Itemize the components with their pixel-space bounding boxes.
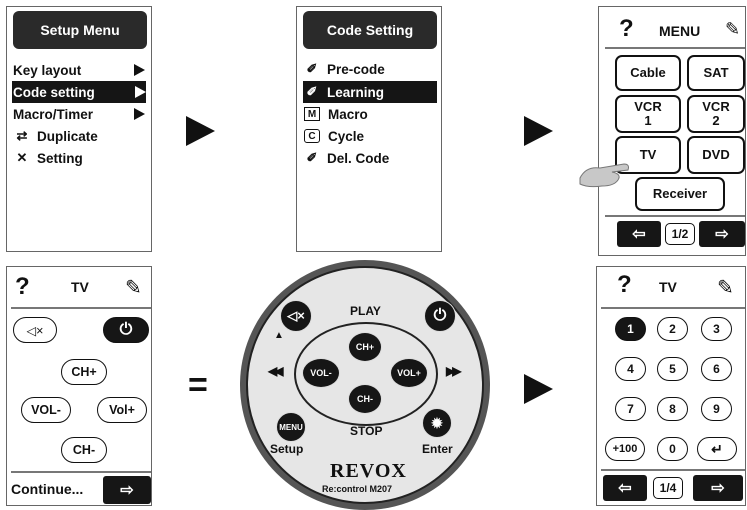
screen-title: TV [659, 279, 677, 295]
divider [601, 307, 745, 309]
flow-arrow-icon [186, 116, 215, 146]
menu-item-duplicate[interactable]: ⇄Duplicate [13, 125, 145, 147]
brand-logo: REVOX [330, 460, 407, 482]
menu-item-pre-code[interactable]: ✐Pre-code [303, 58, 433, 80]
divider [11, 307, 151, 309]
left-arrow-icon[interactable]: ⇦ [603, 475, 647, 501]
key-plus-100[interactable]: +100 [605, 437, 645, 461]
eject-label: ▲ [274, 330, 284, 341]
power-button[interactable]: ⏻ [103, 317, 149, 343]
key-0[interactable]: 0 [657, 437, 688, 461]
edit-icon[interactable]: ✎ [717, 277, 734, 299]
model-label: Re:control M207 [322, 484, 393, 494]
stop-label: STOP [350, 424, 383, 438]
left-arrow-icon[interactable]: ⇦ [617, 221, 661, 247]
receiver-button[interactable]: Receiver [635, 177, 725, 211]
equals-sign: = [188, 366, 208, 404]
power-key[interactable]: ⏻ [424, 300, 456, 332]
ch-up-button[interactable]: CH+ [61, 359, 107, 385]
menu-item-code-setting[interactable]: Code setting [12, 81, 146, 103]
menu-item-macro-timer[interactable]: Macro/Timer [13, 103, 145, 125]
right-arrow-icon[interactable]: ⇨ [103, 476, 151, 504]
menu-item-del-code[interactable]: ✐Del. Code [303, 147, 433, 169]
vcr2-button[interactable]: VCR 2 [687, 95, 745, 133]
help-icon[interactable]: ? [617, 271, 632, 298]
fast-forward-icon[interactable]: ▶▶ [446, 364, 462, 378]
enter-key[interactable]: ✹ [422, 408, 452, 438]
key-1[interactable]: 1 [615, 317, 646, 341]
key-9[interactable]: 9 [701, 397, 732, 421]
edit-icon[interactable]: ✎ [725, 19, 741, 39]
mute-key[interactable]: ◁× [280, 300, 312, 332]
menu-item-key-layout[interactable]: Key layout [13, 59, 145, 81]
ch-up-key[interactable]: CH+ [348, 332, 382, 362]
cycle-icon: C [304, 129, 320, 143]
dvd-button[interactable]: DVD [687, 136, 745, 174]
setup-menu-title: Setup Menu [13, 11, 147, 49]
cable-button[interactable]: Cable [615, 55, 681, 91]
duplicate-icon: ⇄ [16, 128, 28, 143]
mute-button[interactable]: ◁× [13, 317, 57, 343]
vol-down-button[interactable]: VOL- [21, 397, 71, 423]
vcr1-button[interactable]: VCR 1 [615, 95, 681, 133]
ch-down-button[interactable]: CH- [61, 437, 107, 463]
page-indicator: 1/4 [653, 477, 683, 499]
rewind-icon[interactable]: ◀◀ [268, 364, 284, 378]
right-arrow-icon[interactable]: ⇨ [693, 475, 743, 501]
vol-up-button[interactable]: Vol+ [97, 397, 147, 423]
tv-screen: ? TV ✎ ◁× ⏻ CH+ VOL- Vol+ CH- Continue..… [6, 266, 152, 506]
setup-label: Setup [270, 442, 304, 456]
continue-label[interactable]: Continue... [11, 481, 84, 497]
divider [605, 215, 745, 217]
right-arrow-icon[interactable]: ⇨ [699, 221, 745, 247]
divider [605, 47, 745, 49]
help-icon[interactable]: ? [619, 15, 634, 42]
divider [11, 471, 151, 473]
chevron-right-icon [134, 108, 145, 120]
screen-title: TV [71, 279, 89, 295]
key-5[interactable]: 5 [657, 357, 688, 381]
edit-icon[interactable]: ✎ [125, 277, 142, 299]
code-setting-title: Code Setting [303, 11, 437, 49]
keypad-screen: ? TV ✎ 1 2 3 4 5 6 7 8 9 +100 0 ↵ ⇦ 1/4 … [596, 266, 746, 506]
key-2[interactable]: 2 [657, 317, 688, 341]
setup-menu-screen: Setup Menu Key layout Code setting Macro… [6, 6, 152, 252]
device-menu-screen: ? MENU ✎ Cable SAT VCR 1 VCR 2 TV DVD Re… [598, 6, 746, 256]
page-indicator: 1/2 [665, 223, 695, 245]
divider [601, 469, 745, 471]
key-7[interactable]: 7 [615, 397, 646, 421]
menu-item-setting[interactable]: ✕Setting [13, 147, 145, 169]
key-8[interactable]: 8 [657, 397, 688, 421]
key-4[interactable]: 4 [615, 357, 646, 381]
pen-icon: ✐ [306, 84, 318, 99]
hand-icon [579, 163, 629, 188]
menu-key[interactable]: MENU [276, 412, 306, 442]
enter-label: Enter [422, 442, 453, 456]
screen-title: MENU [659, 23, 701, 39]
chevron-right-icon [134, 64, 145, 76]
ch-down-key[interactable]: CH- [348, 384, 382, 414]
chevron-right-icon [135, 86, 146, 98]
help-icon[interactable]: ? [15, 273, 30, 300]
sat-button[interactable]: SAT [687, 55, 745, 91]
flow-arrow-icon [524, 116, 553, 146]
flow-arrow-icon [524, 374, 553, 404]
vol-up-key[interactable]: VOL+ [390, 358, 428, 388]
macro-icon: M [304, 107, 320, 121]
play-label: PLAY [350, 304, 381, 318]
vol-down-key[interactable]: VOL- [302, 358, 340, 388]
remote-control: ◁× ▲ PLAY ⏻ CH+ VOL- VOL+ CH- ◀◀ ▶▶ MENU… [240, 260, 490, 510]
tools-icon: ✕ [16, 150, 28, 165]
key-3[interactable]: 3 [701, 317, 732, 341]
pen-icon: ✐ [306, 61, 318, 76]
menu-item-learning[interactable]: ✐Learning [303, 81, 437, 103]
eraser-icon: ✐ [306, 150, 318, 165]
key-6[interactable]: 6 [701, 357, 732, 381]
enter-icon[interactable]: ↵ [697, 437, 737, 461]
